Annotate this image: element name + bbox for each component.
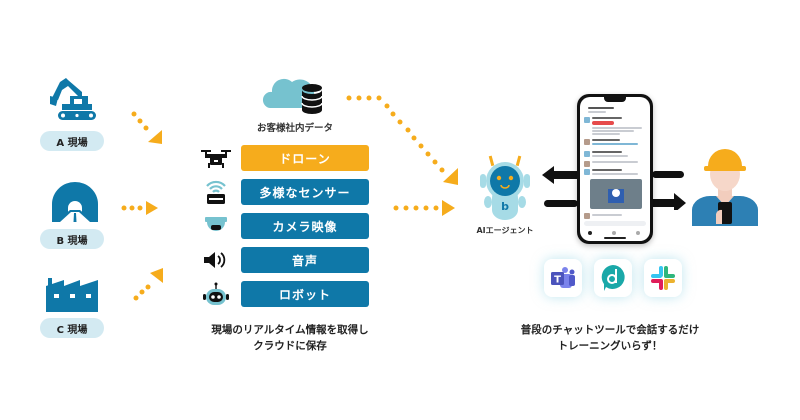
tunnel-icon xyxy=(52,182,98,222)
site-label-b: B 現場 xyxy=(40,229,104,249)
chat-tool-direct[interactable] xyxy=(594,259,632,297)
sources-caption-line2: クラウドに保存 xyxy=(253,340,327,352)
cloud-database-icon xyxy=(262,78,323,114)
source-sensors-button[interactable]: 多様なセンサー xyxy=(241,179,369,205)
chat-video-thumbnail[interactable] xyxy=(590,179,642,209)
svg-text:b: b xyxy=(501,200,509,213)
site-label-a: A 現場 xyxy=(40,131,104,151)
home-tab-icon[interactable] xyxy=(588,231,592,235)
ai-robot-icon: b xyxy=(480,155,530,220)
flow-arrow-a xyxy=(131,111,162,144)
flow-arrow-b xyxy=(121,201,158,215)
source-robot-button[interactable]: ロボット xyxy=(241,281,369,307)
storage-label: お客様社内データ xyxy=(256,123,333,134)
search-tab-icon[interactable] xyxy=(612,231,616,235)
sensor-icon xyxy=(199,179,233,205)
chat-tool-teams[interactable]: T xyxy=(544,259,582,297)
source-audio-button[interactable]: 音声 xyxy=(241,247,369,273)
speaker-icon xyxy=(199,247,233,273)
message-input[interactable] xyxy=(584,221,646,226)
bidirectional-arrows-phone-worker xyxy=(652,171,686,210)
agent-label: AIエージェント xyxy=(476,226,534,235)
camera-icon xyxy=(199,213,233,239)
bidirectional-arrows-agent-phone xyxy=(542,166,578,207)
teams-icon: T xyxy=(551,267,575,288)
factory-icon xyxy=(46,278,98,312)
smartphone-chat-screen xyxy=(577,94,653,244)
play-icon[interactable] xyxy=(612,189,620,197)
chat-caption: 普段のチャットツールで会話するだけ トレーニングいらず！ xyxy=(480,322,740,354)
profile-tab-icon[interactable] xyxy=(636,231,640,235)
source-camera-button[interactable]: カメラ映像 xyxy=(241,213,369,239)
sources-caption-line1: 現場のリアルタイム情報を取得し xyxy=(211,324,369,336)
flow-arrow-c xyxy=(133,268,163,301)
chat-tool-slack[interactable] xyxy=(644,259,682,297)
excavator-icon xyxy=(50,78,96,120)
flow-arrow-storage-to-agent xyxy=(346,95,458,185)
flow-arrow-sources-to-agent xyxy=(393,200,455,216)
source-drone-button[interactable]: ドローン xyxy=(241,145,369,171)
site-label-c: C 現場 xyxy=(40,318,104,338)
sources-caption: 現場のリアルタイム情報を取得し クラウドに保存 xyxy=(190,322,390,354)
robot-icon xyxy=(199,281,233,307)
direct-icon xyxy=(601,265,625,291)
phone-notch xyxy=(604,97,626,102)
chat-screen[interactable] xyxy=(580,97,650,241)
chat-caption-line2: トレーニングいらず！ xyxy=(557,340,663,352)
slack-icon xyxy=(651,266,675,290)
construction-worker-icon xyxy=(692,149,758,226)
chat-caption-line1: 普段のチャットツールで会話するだけ xyxy=(520,324,700,336)
svg-text:T: T xyxy=(554,275,561,286)
drone-icon xyxy=(199,145,233,171)
